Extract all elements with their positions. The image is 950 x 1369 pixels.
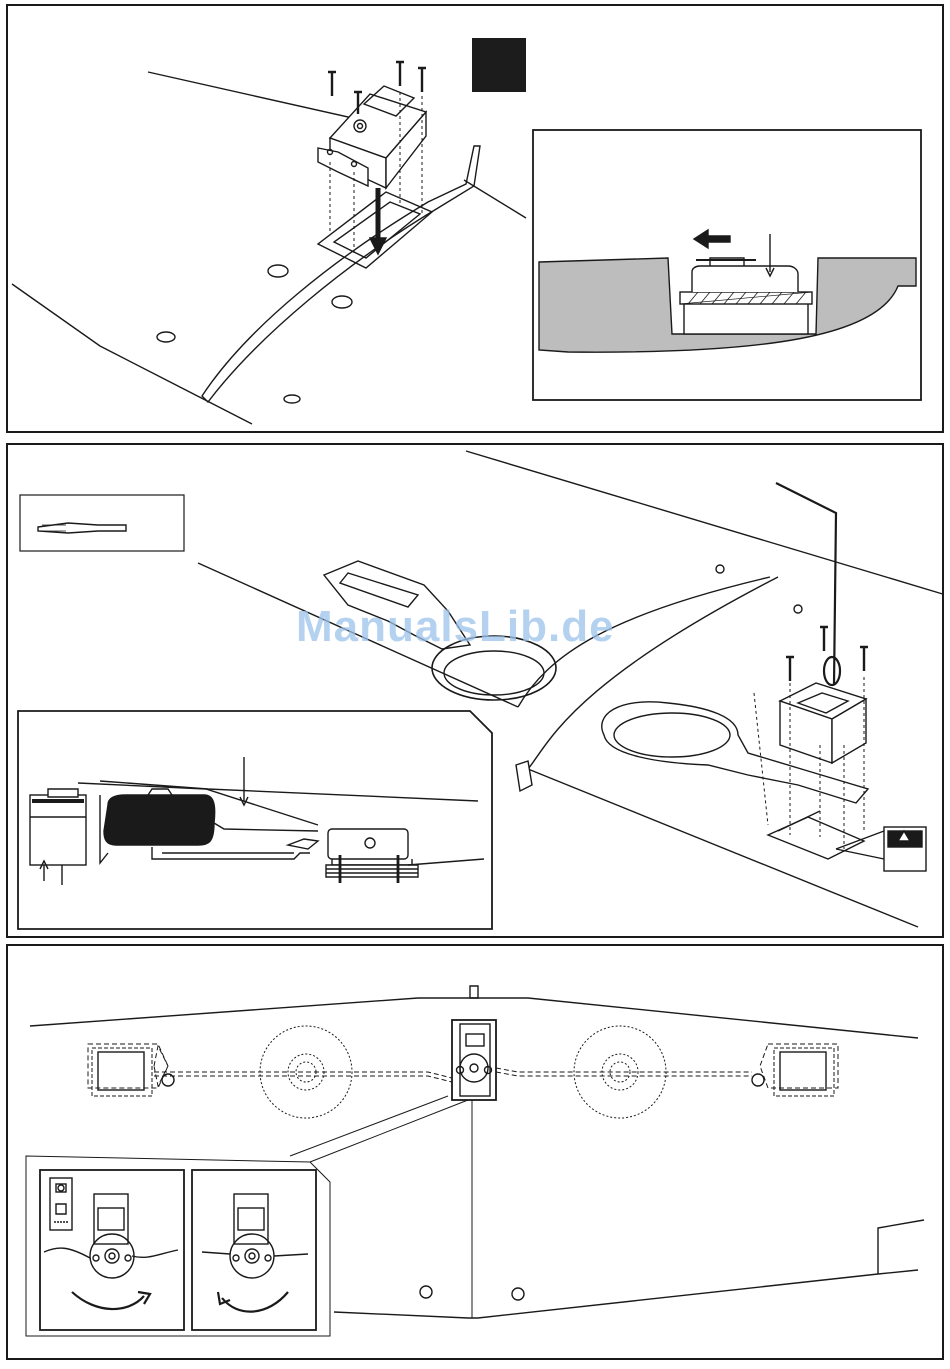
- servo-rotate-clockwise-icon: [40, 1170, 184, 1330]
- servo-well: [318, 192, 432, 268]
- wing-hole: [332, 296, 352, 308]
- servo-body: [318, 86, 426, 188]
- pushrod: [776, 483, 836, 685]
- servo-detail: [326, 829, 418, 883]
- clevis-icon: [20, 495, 184, 551]
- servo-mounting-illustration: [8, 6, 944, 433]
- wing-trailing-edge: [528, 769, 918, 927]
- wing-hole: [268, 265, 288, 277]
- wing-leading-edge: [466, 451, 944, 595]
- watermark: ManualsLib.de: [296, 602, 615, 652]
- servo-mounting-panel: [6, 4, 944, 433]
- wing-hole: [284, 395, 300, 403]
- servo-rotation-panel: [6, 944, 944, 1360]
- aileron-linkage-panel: ManualsLib.de: [6, 443, 944, 938]
- wing-trailing-edge: [12, 284, 252, 424]
- aileron-linkage-illustration: [8, 445, 944, 938]
- servo-cross-section-inset: [533, 130, 921, 400]
- wing-hole: [157, 332, 175, 342]
- servo-rotate-counterclockwise-icon: [192, 1170, 316, 1330]
- linkage-detail-inset: [18, 711, 492, 929]
- servo-tray: [780, 683, 866, 763]
- fuel-tank: [104, 795, 215, 845]
- central-servo: [452, 1020, 496, 1100]
- aileron-slot: [202, 146, 480, 402]
- servo-rotation-illustration: [8, 946, 944, 1360]
- mounting-screw: [786, 627, 868, 681]
